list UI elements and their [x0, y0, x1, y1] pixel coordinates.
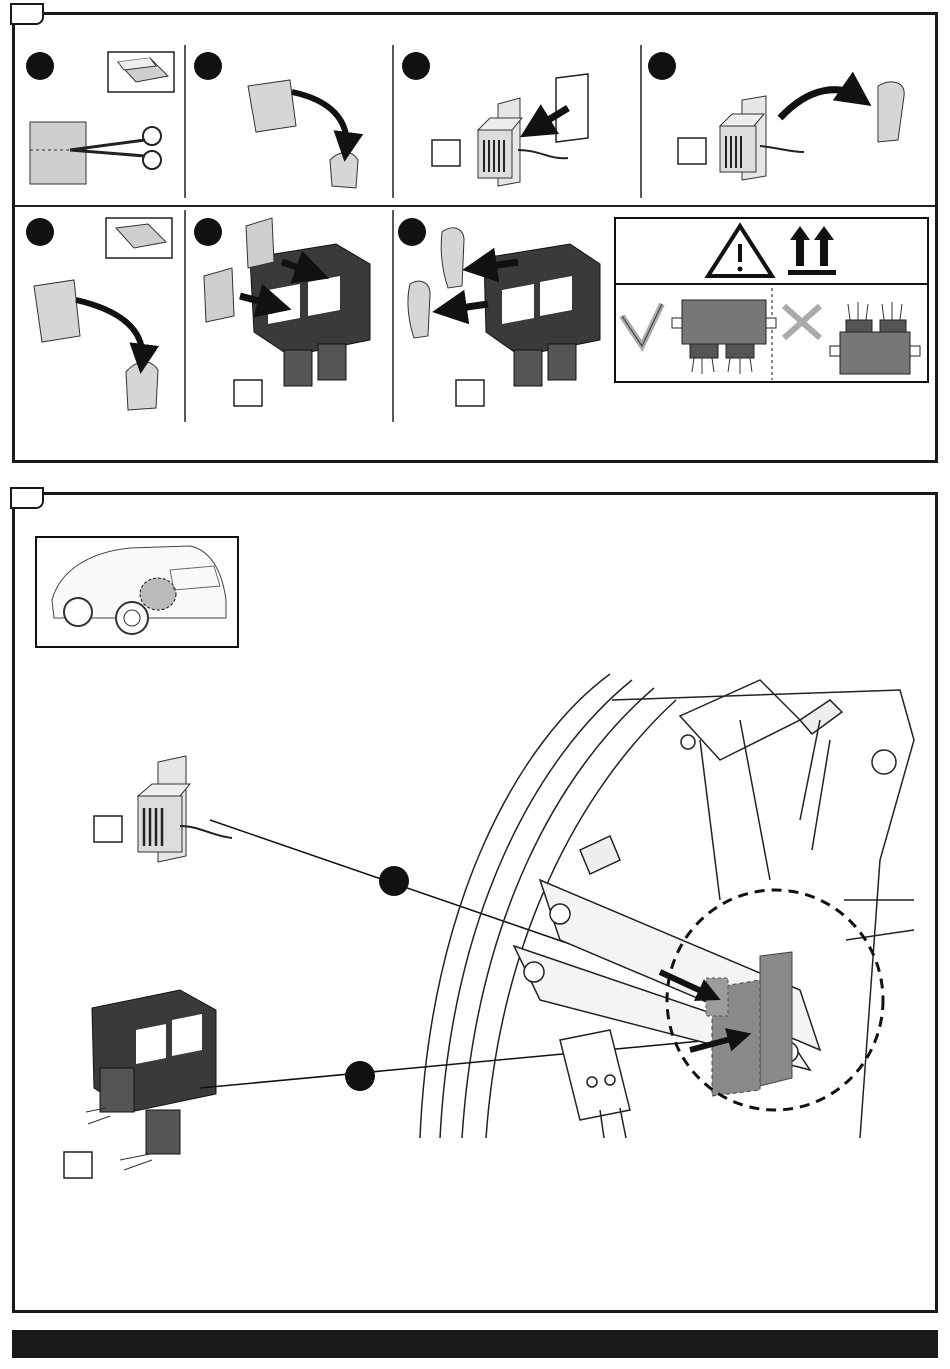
buzzer-component [94, 756, 232, 862]
callout-buzzer-dot [379, 866, 409, 896]
vehicle-location-thumbnail [36, 537, 238, 647]
section-2-illustrations [0, 0, 950, 1320]
callout-module-dot [345, 1061, 375, 1091]
mounting-target-zone [660, 890, 883, 1110]
wheel-arch-mounting-view [420, 674, 914, 1138]
control-module-component [64, 990, 216, 1178]
footer-bar [12, 1330, 938, 1358]
